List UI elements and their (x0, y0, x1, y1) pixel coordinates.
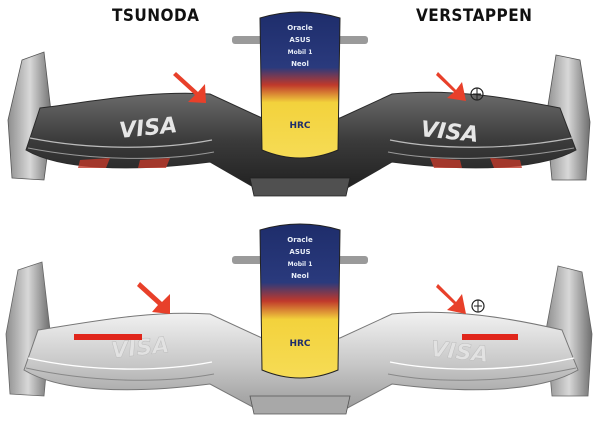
svg-text:ASUS: ASUS (289, 248, 310, 256)
pitot-sensor-icon (470, 87, 484, 101)
svg-text:Oracle: Oracle (287, 24, 313, 32)
svg-text:Mobil 1: Mobil 1 (288, 261, 313, 268)
highlight-bar-left (74, 334, 142, 340)
driver-label-verstappen: VERSTAPPEN (416, 6, 533, 26)
svg-text:Neol: Neol (291, 272, 309, 280)
svg-text:ASUS: ASUS (289, 36, 310, 44)
arrow-icon (137, 282, 170, 314)
svg-text:Neol: Neol (291, 60, 309, 68)
pitot-sensor-icon (471, 299, 485, 313)
svg-text:Mobil 1: Mobil 1 (288, 49, 313, 56)
top-front-wing: VISA VISA Oracle ASUS Mobil 1 Neol HRC (7, 11, 591, 197)
highlight-bar-right (462, 334, 518, 340)
svg-text:HRC: HRC (289, 121, 310, 131)
svg-text:Oracle: Oracle (287, 236, 313, 244)
svg-text:HRC: HRC (289, 339, 310, 349)
bottom-nose-cone (259, 223, 341, 379)
arrow-icon (436, 284, 466, 314)
arrow-icon (436, 72, 466, 101)
visa-logo-left: VISA (118, 113, 178, 144)
top-nose-cone (259, 11, 341, 159)
visa-logo-right: VISA (419, 117, 479, 148)
arrow-icon (173, 72, 206, 103)
driver-label-tsunoda: TSUNODA (112, 6, 200, 26)
bottom-front-wing: VISA VISA Oracle ASUS Mobil 1 Neol HRC (5, 223, 593, 415)
visa-logo-right-lower: VISA (429, 337, 489, 368)
